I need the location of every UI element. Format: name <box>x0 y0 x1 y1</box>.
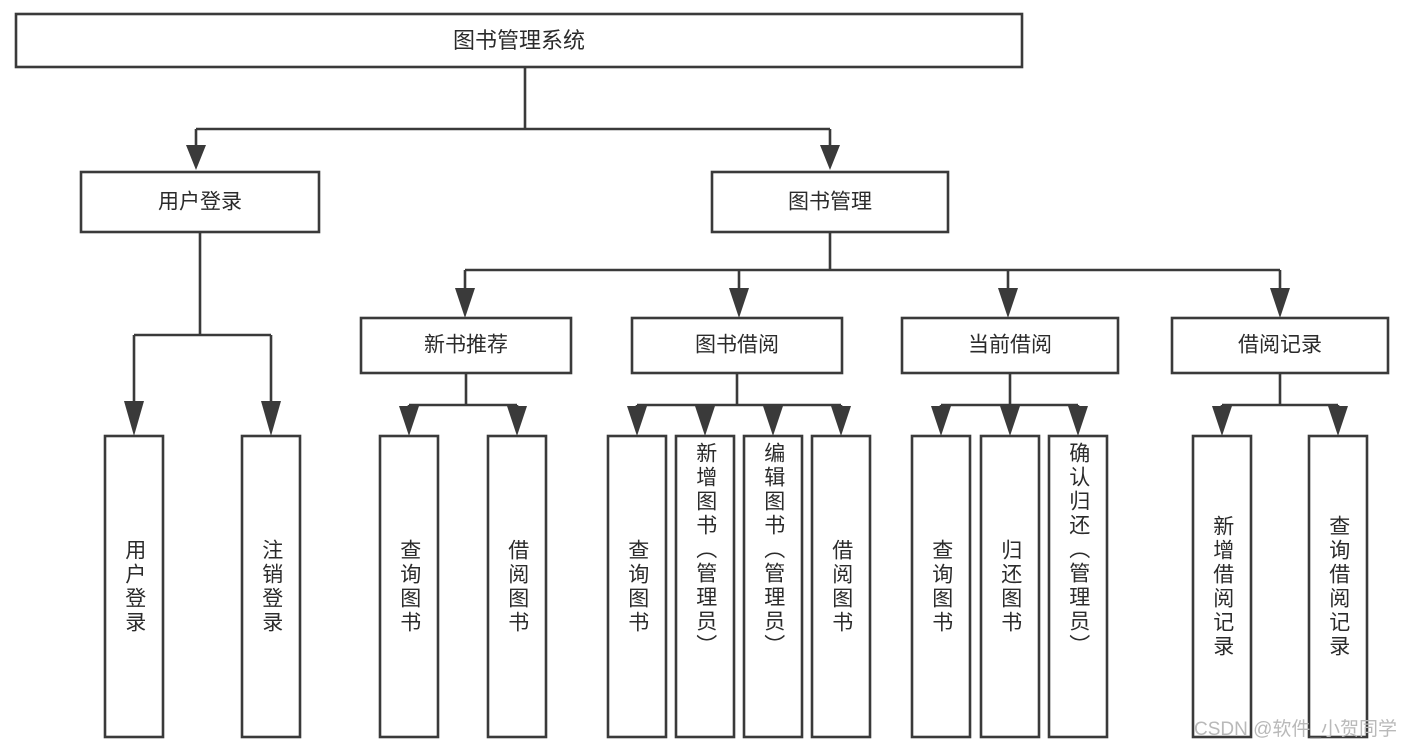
arrow-new-book-recommend <box>455 288 475 318</box>
arrow-leaf-new-book-2 <box>507 406 527 436</box>
leaf-box-book-borrow-2[interactable] <box>674 434 736 739</box>
arrow-leaf-book-borrow-4 <box>831 406 851 436</box>
leaf-box-user-login-2[interactable] <box>240 434 302 739</box>
node-book-borrow[interactable]: 图书借阅 <box>630 316 844 375</box>
watermark: CSDN @软件_小贺同学 <box>1194 719 1397 740</box>
node-root[interactable]: 图书管理系统 <box>14 12 1024 69</box>
node-book-borrow-box <box>630 316 844 375</box>
node-user-login[interactable]: 用户登录 <box>79 170 321 234</box>
leaf-box-new-book-1[interactable] <box>378 434 440 739</box>
node-current-borrow-label: 当前借阅 <box>968 334 1052 357</box>
arrow-leaf-user-login-1 <box>124 401 144 436</box>
leaf-box-new-book-2[interactable] <box>486 434 548 739</box>
leaf-box-borrow-records-2[interactable] <box>1307 434 1369 739</box>
arrow-leaf-borrow-records-2 <box>1328 406 1348 436</box>
node-borrow-records[interactable]: 借阅记录 <box>1170 316 1390 375</box>
node-user-login-label: 用户登录 <box>158 191 242 214</box>
leaf-box-user-login-1[interactable] <box>103 434 165 739</box>
arrow-borrow-records <box>1270 288 1290 318</box>
node-book-management[interactable]: 图书管理 <box>710 170 950 234</box>
arrow-leaf-borrow-records-1 <box>1212 406 1232 436</box>
node-new-book-recommend[interactable]: 新书推荐 <box>359 316 573 375</box>
node-new-book-recommend-box <box>359 316 573 375</box>
node-current-borrow[interactable]: 当前借阅 <box>900 316 1120 375</box>
node-book-borrow-label: 图书借阅 <box>695 334 779 357</box>
leaf-box-current-borrow-2[interactable] <box>979 434 1041 739</box>
arrow-book-mgmt <box>820 145 840 170</box>
leaf-box-borrow-records-1[interactable] <box>1191 434 1253 739</box>
arrow-leaf-book-borrow-1 <box>627 406 647 436</box>
arrow-leaf-book-borrow-3 <box>763 406 783 436</box>
arrow-leaf-current-borrow-1 <box>931 406 951 436</box>
leaf-box-current-borrow-1[interactable] <box>910 434 972 739</box>
node-root-box <box>14 12 1024 69</box>
node-borrow-records-box <box>1170 316 1390 375</box>
leaf-box-book-borrow-4[interactable] <box>810 434 872 739</box>
node-book-management-label: 图书管理 <box>788 191 872 214</box>
leaf-box-book-borrow-1[interactable] <box>606 434 668 739</box>
arrow-leaf-current-borrow-3 <box>1068 406 1088 436</box>
node-new-book-recommend-label: 新书推荐 <box>424 334 508 357</box>
leaf-box-book-borrow-3[interactable] <box>742 434 804 739</box>
node-book-management-box <box>710 170 950 234</box>
node-current-borrow-box <box>900 316 1120 375</box>
arrow-leaf-book-borrow-2 <box>695 406 715 436</box>
node-borrow-records-label: 借阅记录 <box>1238 334 1322 357</box>
leaf-box-current-borrow-3[interactable] <box>1047 434 1109 739</box>
arrow-book-borrow <box>729 288 749 318</box>
node-root-label: 图书管理系统 <box>453 28 585 53</box>
arrow-leaf-user-login-2 <box>261 401 281 436</box>
arrow-current-borrow <box>998 288 1018 318</box>
arrow-leaf-current-borrow-2 <box>1000 406 1020 436</box>
arrow-user-login <box>186 145 206 170</box>
arrow-leaf-new-book-1 <box>399 406 419 436</box>
